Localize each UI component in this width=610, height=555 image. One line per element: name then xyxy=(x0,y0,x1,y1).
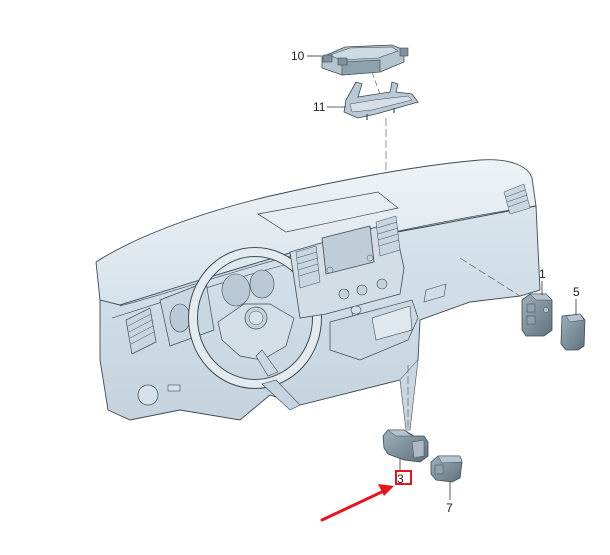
part-10-control-module xyxy=(321,44,409,76)
left-air-vent xyxy=(125,307,157,355)
part-7-blanking-cap xyxy=(430,455,463,483)
part-1-switch-module xyxy=(521,293,553,337)
red-annotation-arrow xyxy=(320,484,394,522)
highlight-box-callout-3 xyxy=(395,470,412,485)
infotainment-screen xyxy=(321,225,375,275)
callout-7: 7 xyxy=(446,501,453,515)
callout-1: 1 xyxy=(539,267,546,281)
callout-3: 3 xyxy=(397,472,404,486)
callout-11: 11 xyxy=(313,100,326,114)
part-3-switch xyxy=(382,429,429,463)
right-air-vent xyxy=(503,183,531,215)
callout-5: 5 xyxy=(573,285,580,299)
part-11-mounting-bracket xyxy=(343,81,419,120)
assembly-line-part-1 xyxy=(459,257,521,297)
center-console xyxy=(289,215,419,361)
dashboard xyxy=(95,159,541,431)
steering-wheel xyxy=(188,247,322,389)
left-lower-vent xyxy=(137,384,159,406)
callout-10: 10 xyxy=(291,49,305,63)
assembly-line-top xyxy=(371,71,381,95)
part-5-blanking-cap xyxy=(560,313,586,351)
